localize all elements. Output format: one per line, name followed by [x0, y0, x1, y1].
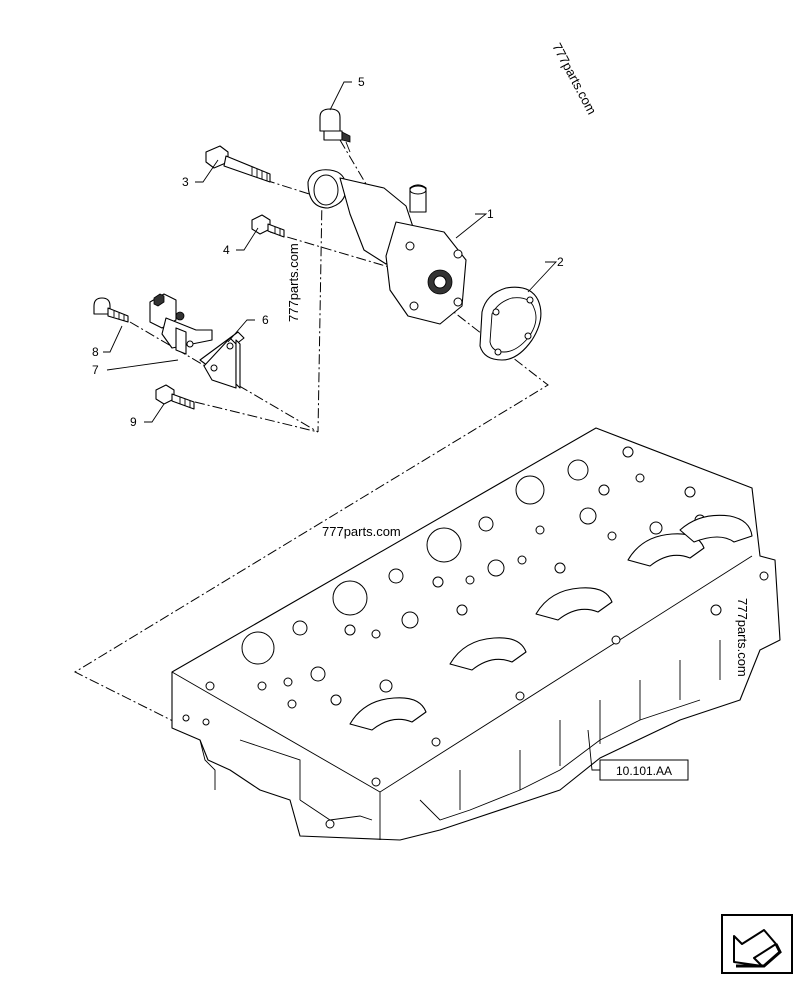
reference-label-box: 10.101.AA — [599, 759, 689, 781]
part-9-bolt — [155, 384, 195, 410]
watermark-left: 777parts.com — [286, 243, 301, 322]
navigation-arrow-icon[interactable] — [721, 914, 793, 974]
watermark-top-right: 777parts.com — [549, 40, 599, 117]
part-3-bolt — [205, 145, 271, 183]
part-2-gasket — [479, 286, 542, 361]
leader-lines — [103, 81, 600, 771]
callout-4: 4 — [223, 243, 230, 257]
callout-3: 3 — [182, 175, 189, 189]
callout-8: 8 — [92, 345, 99, 359]
part-7-sensor — [149, 293, 213, 355]
part-4-bolt — [251, 214, 285, 238]
callout-9: 9 — [130, 415, 137, 429]
reference-label: 10.101.AA — [616, 764, 672, 778]
watermark-right: 777parts.com — [735, 598, 750, 677]
callout-7: 7 — [92, 363, 99, 377]
callout-2: 2 — [557, 255, 564, 269]
callout-1: 1 — [487, 207, 494, 221]
watermark-center: 777parts.com — [322, 524, 401, 539]
callouts: 1 2 3 4 5 6 7 8 9 — [92, 75, 564, 429]
part-5-temperature-sensor — [319, 108, 351, 153]
callout-6: 6 — [262, 313, 269, 327]
part-6-bracket — [199, 331, 245, 389]
cylinder-head — [171, 427, 781, 841]
part-1-thermostat-housing — [307, 169, 467, 325]
callout-5: 5 — [358, 75, 365, 89]
part-8-bolt — [93, 297, 129, 323]
